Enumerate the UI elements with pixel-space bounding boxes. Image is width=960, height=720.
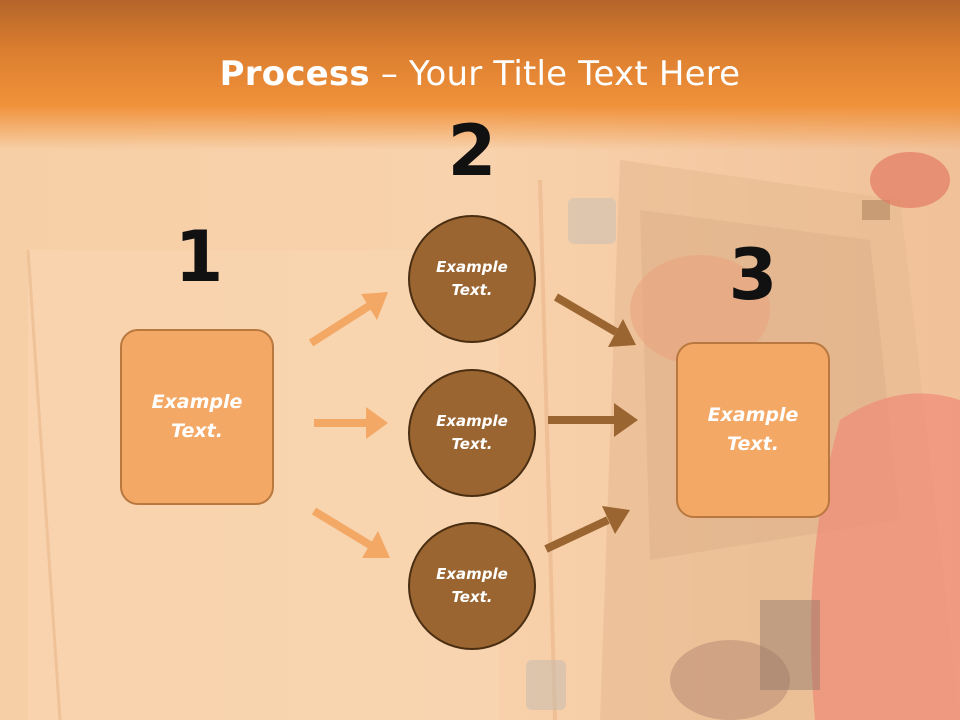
- step-number-1: 1: [174, 216, 224, 298]
- step-number-3: 3: [728, 234, 778, 316]
- circle-bottom-text: Example Text.: [436, 565, 508, 606]
- circle-middle-text: Example Text.: [436, 412, 508, 453]
- title-rest: Your Title Text Here: [409, 54, 741, 94]
- step-number-2: 2: [447, 110, 497, 192]
- step-1-box: Example Text.: [120, 329, 274, 505]
- step-3-box: Example Text.: [676, 342, 830, 518]
- step-2-circle-middle: Example Text.: [408, 369, 536, 497]
- circle-top-text: Example Text.: [436, 258, 508, 299]
- slide-title: Process – Your Title Text Here: [0, 54, 960, 94]
- step-3-box-text: Example Text.: [707, 404, 799, 455]
- step-2-circle-bottom: Example Text.: [408, 522, 536, 650]
- title-banner: [0, 0, 960, 150]
- step-2-circle-top: Example Text.: [408, 215, 536, 343]
- title-bold: Process: [219, 54, 370, 94]
- step-1-box-text: Example Text.: [151, 391, 243, 442]
- title-separator: –: [369, 54, 410, 94]
